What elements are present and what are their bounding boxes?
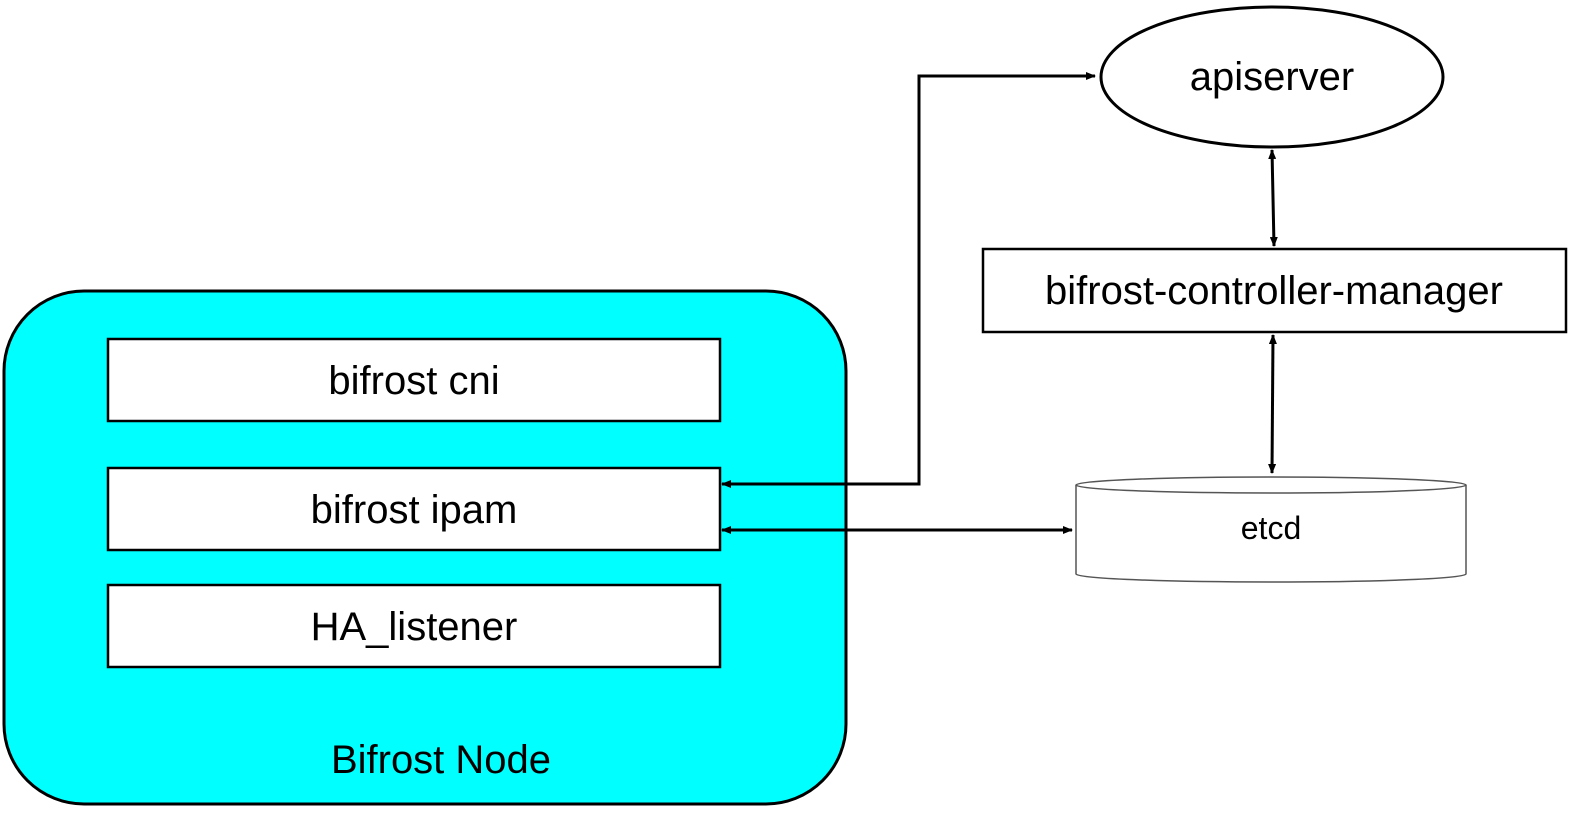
- connector-ipam-apiserver: [721, 72, 1096, 488]
- apiserver: apiserver: [1099, 5, 1445, 149]
- component-ha-listener: HA_listener: [106, 583, 722, 669]
- ha-listener-label: HA_listener: [311, 605, 518, 649]
- ha-listener-box: [106, 583, 722, 669]
- etcd-top: [1075, 476, 1467, 494]
- apiserver-ellipse: [1099, 5, 1445, 149]
- component-bifrost-cni: bifrost cni: [106, 337, 722, 423]
- controller-manager: bifrost-controller-manager: [981, 247, 1568, 334]
- etcd-body: [1075, 485, 1467, 583]
- bifrost-cni-label: bifrost cni: [328, 359, 499, 403]
- bifrost-ipam-box: [106, 466, 722, 552]
- bifrost-node-label: Bifrost Node: [331, 738, 551, 782]
- bifrost-cni-box: [106, 337, 722, 423]
- component-bifrost-ipam: bifrost ipam: [106, 466, 722, 552]
- apiserver-label: apiserver: [1190, 55, 1355, 99]
- connector-controller-etcd: [1268, 334, 1277, 474]
- bifrost-ipam-label: bifrost ipam: [311, 488, 518, 532]
- controller-manager-label: bifrost-controller-manager: [1045, 269, 1503, 313]
- etcd-label: etcd: [1241, 510, 1301, 546]
- connector-apiserver-controller: [1268, 149, 1278, 247]
- etcd-cylinder: etcd: [1075, 476, 1467, 583]
